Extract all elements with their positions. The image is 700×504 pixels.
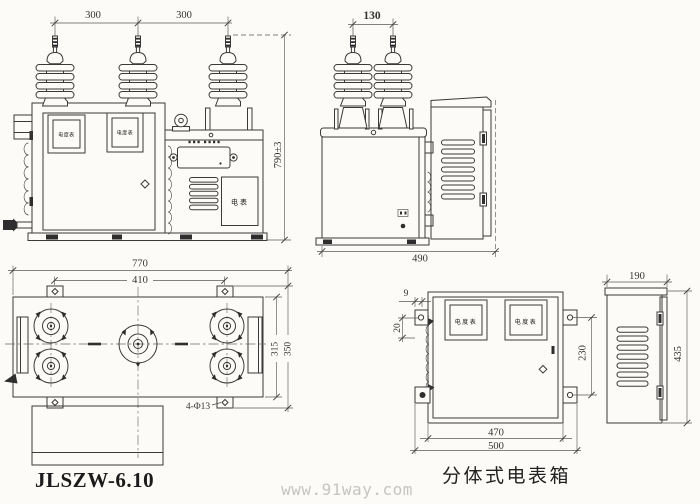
panel-label: 电表 [231, 198, 249, 207]
side-bracket [13, 114, 33, 140]
meter-window: 电度表 [106, 112, 144, 153]
dim-plan-mount-pitch: 410 [132, 275, 148, 286]
dim-front-pitch-left: 300 [85, 10, 101, 21]
dim-mb-hole-pitch: 230 [578, 345, 589, 361]
meterbox-front-view: 电度表 电度表 9 [393, 289, 597, 455]
meter-window: 电度表 [444, 299, 488, 341]
hinge-icon [29, 197, 33, 206]
mount-hole-icon [51, 287, 59, 296]
mb-dimensions: 9 20 230 470 500 [393, 289, 597, 455]
meterbox-caption: 分体式电表箱 [442, 465, 571, 487]
dim-plan-overall-depth: 350 [284, 342, 294, 357]
mbs-dimensions: 190 435 [602, 271, 692, 427]
front-louvers [189, 177, 219, 211]
meter-window-label: 电度表 [58, 132, 75, 139]
plan-dimensions: 770 410 315 350 4-Φ13 [8, 259, 294, 412]
meter-window-label: 电度表 [455, 318, 478, 326]
meter-window-label: 电度表 [117, 130, 134, 137]
dim-side-pitch: 130 [363, 10, 381, 22]
dim-mb-height: 435 [673, 346, 684, 362]
lock-slot-icon [551, 346, 555, 354]
side-louver-box [430, 96, 492, 240]
door-handle-icon [140, 179, 150, 189]
meter-window-label: 电度表 [515, 318, 538, 326]
hinge-icon [428, 318, 434, 326]
dim-plan-depth: 315 [271, 342, 281, 357]
hinge-icon [29, 131, 33, 140]
dim-front-height: 790±3 [273, 142, 284, 169]
dim-mb-depth: 190 [629, 271, 645, 282]
meter-window: 电度表 [47, 114, 86, 154]
model-caption: JLSZW-6.10 [35, 468, 154, 492]
ground-bolt-icon [3, 218, 33, 232]
dim-front-pitch-right: 300 [176, 10, 192, 21]
ground-bolt-icon [4, 373, 18, 384]
hinge-coil-icon [167, 145, 172, 235]
side-mounts [334, 107, 414, 130]
side-cabinet [320, 127, 434, 239]
plan-lower-box [31, 405, 164, 466]
front-small-panel: 电表 [221, 176, 259, 226]
mbs-body [604, 287, 668, 424]
meterbox-side-view: 190 435 [602, 271, 692, 427]
door-badge [397, 209, 409, 229]
mount-hole-icon [221, 287, 229, 296]
captions: JLSZW-6.10 分体式电表箱 www.91way.com [35, 465, 571, 499]
plan-view: 770 410 315 350 4-Φ13 [4, 259, 294, 466]
side-dimensions: 130 490 [317, 10, 500, 265]
side-louvers [441, 139, 475, 200]
lifting-lug-icon [172, 113, 190, 132]
door-handle-icon [538, 364, 548, 374]
front-view: 电表 电度表 电度表 [3, 10, 291, 244]
dim-mb-width: 470 [488, 428, 504, 439]
dim-plan-width: 770 [132, 259, 148, 270]
dim-plan-holes: 4-Φ13 [186, 402, 211, 412]
cable-coil-icon [427, 171, 432, 213]
plan-body [4, 285, 270, 458]
front-cabinet: 电度表 电度表 [3, 102, 172, 235]
mount-bracket [414, 309, 429, 326]
cable-coil-icon [23, 142, 29, 216]
meter-window: 电度表 [504, 299, 548, 341]
dim-mb-overall-width: 500 [488, 441, 504, 452]
mount-hole-icon [221, 398, 229, 407]
dim-side-width: 490 [412, 254, 428, 265]
mbs-louvers [616, 326, 649, 387]
dim-mb-edge: 20 [393, 323, 403, 333]
hinge-coil-icon [425, 315, 430, 392]
front-dimensions: 300 300 790±3 [50, 10, 291, 244]
side-view: 130 490 [315, 10, 500, 265]
dim-mb-offset: 9 [404, 289, 409, 299]
watermark: www.91way.com [281, 480, 413, 499]
